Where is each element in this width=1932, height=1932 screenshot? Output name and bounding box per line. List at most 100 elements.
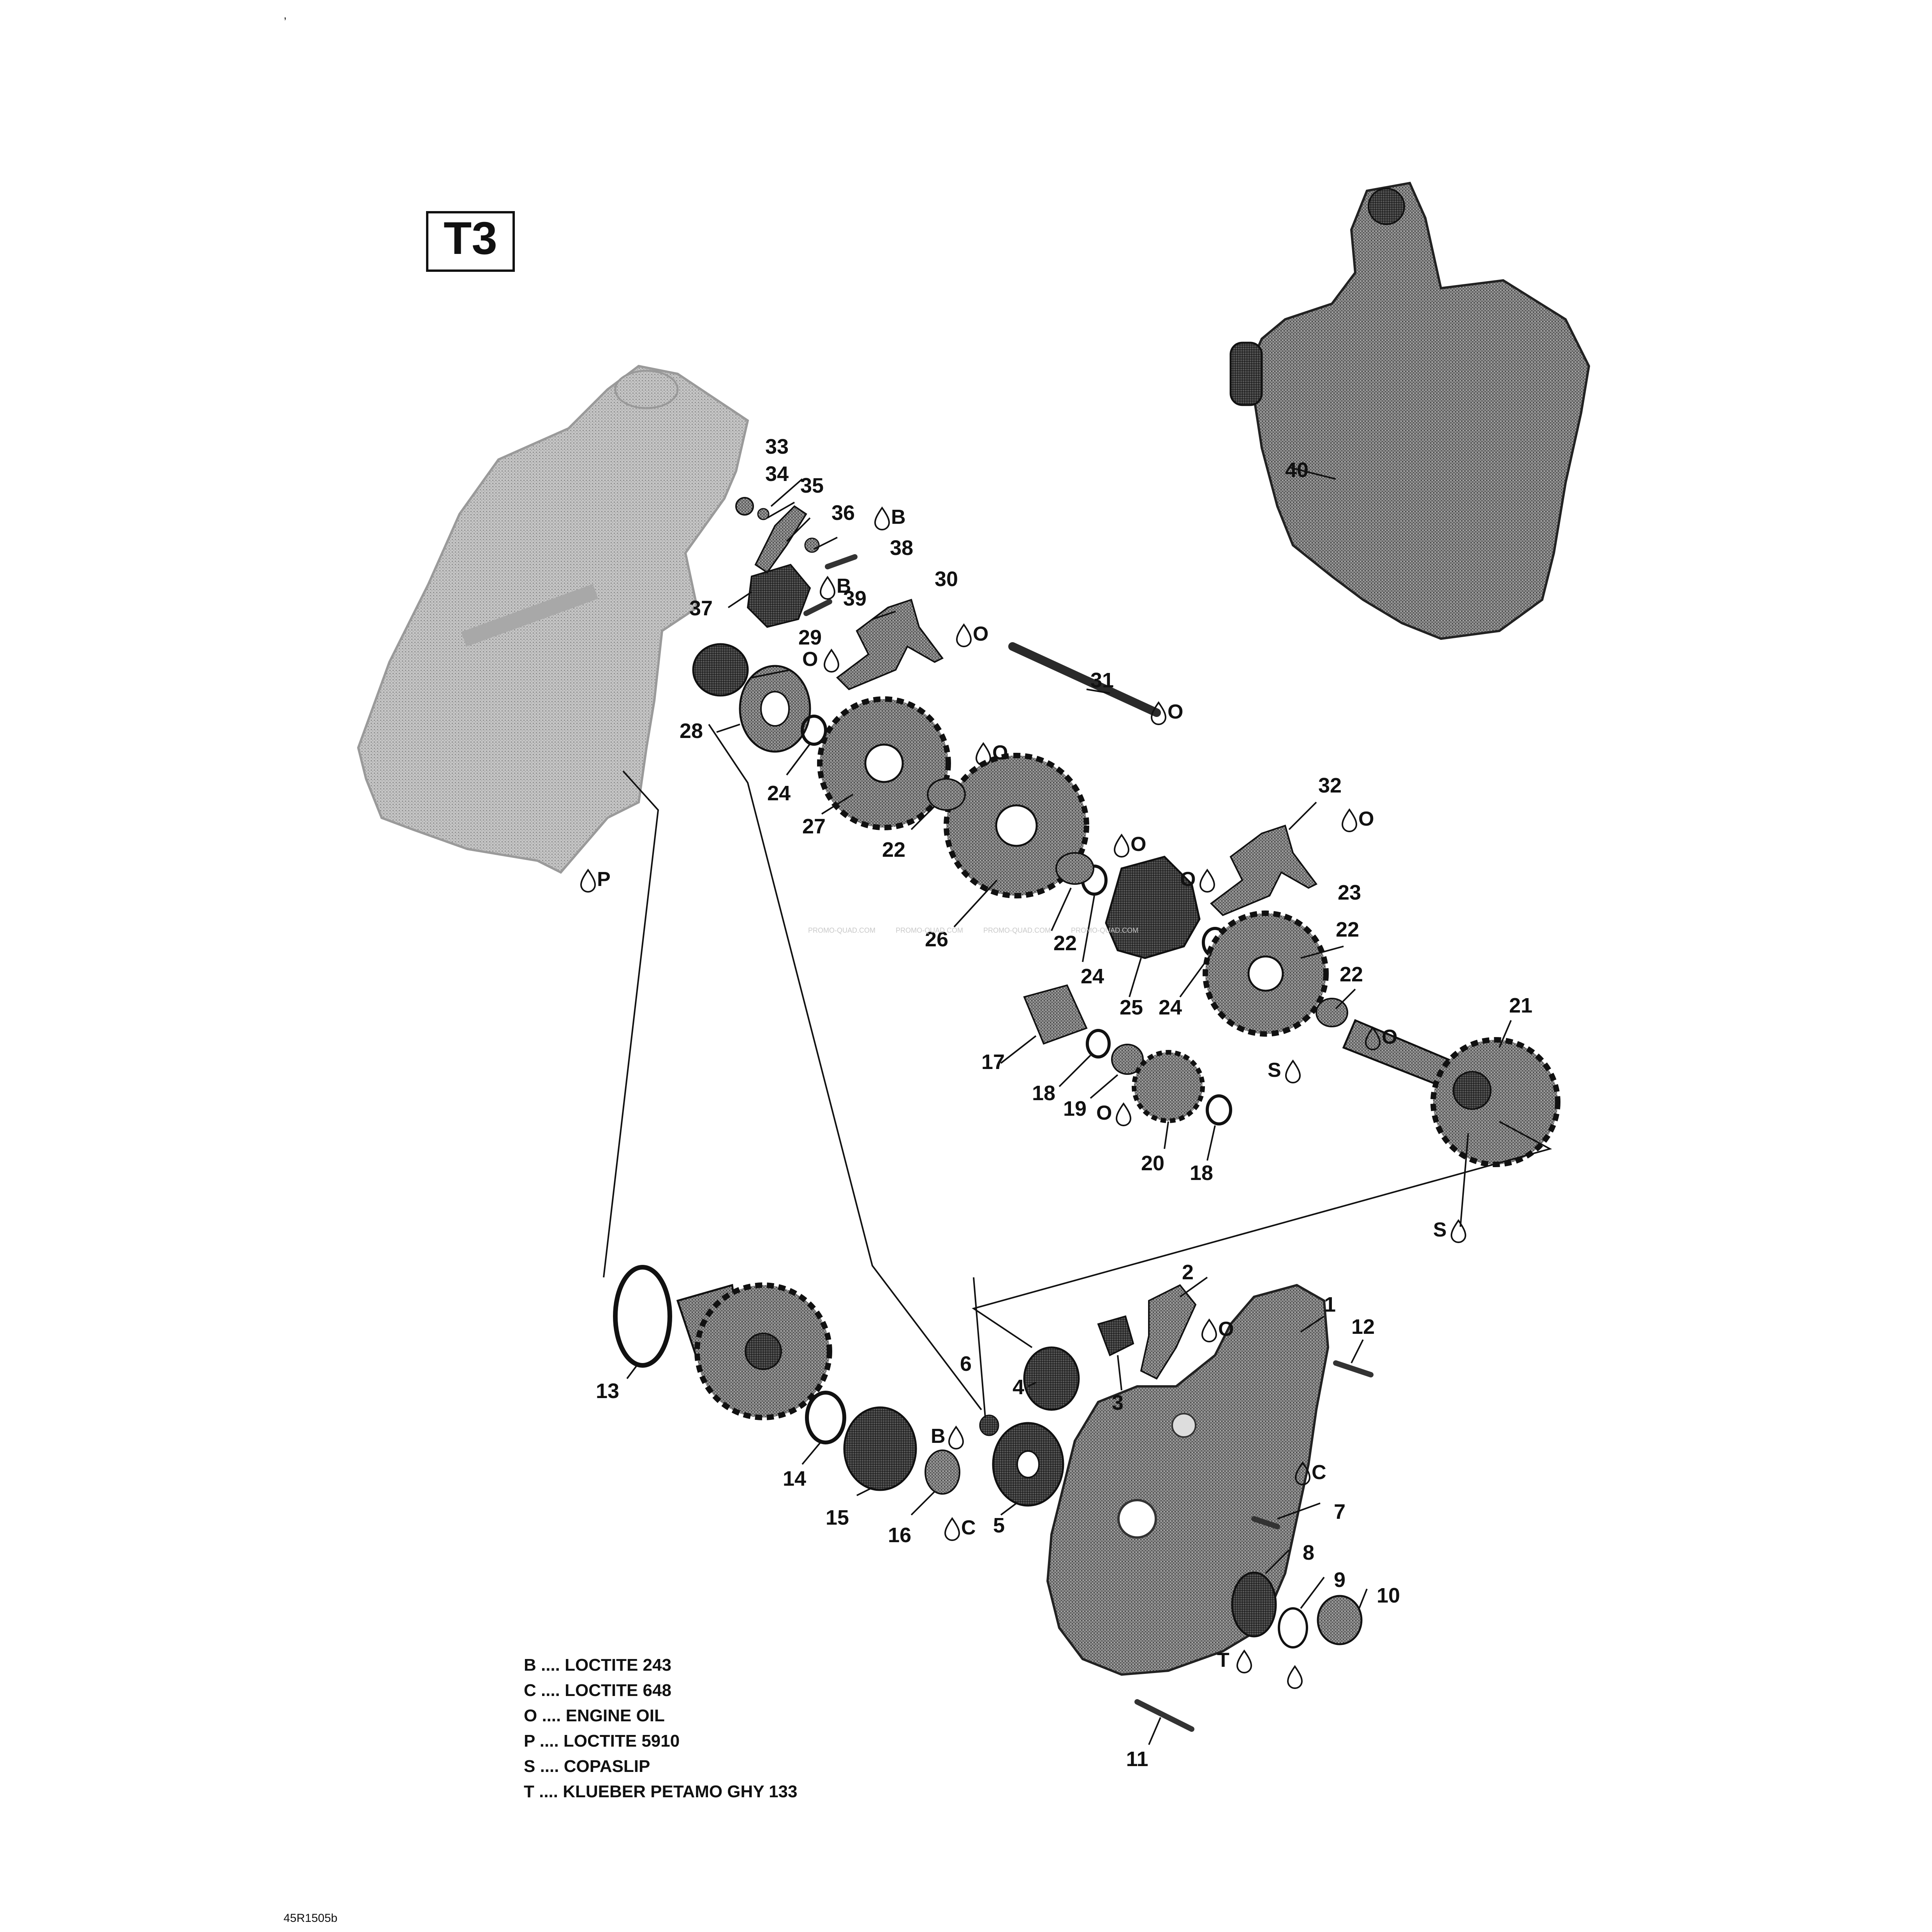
ring-18b [1206, 1094, 1232, 1125]
part-label: 19 [1063, 1097, 1087, 1120]
part-label: 18 [1032, 1081, 1055, 1105]
drop-icon [1341, 808, 1358, 832]
drop-icon [1287, 1665, 1303, 1689]
part-label: 24 [767, 782, 791, 805]
part-label: 38 [890, 536, 913, 560]
part-label: 4 [1013, 1375, 1024, 1399]
screw-7 [1251, 1516, 1280, 1529]
material-marker: O [1180, 868, 1196, 891]
gear-20 [1132, 1050, 1205, 1123]
assembly-lines [603, 724, 1552, 1411]
part-label: 36 [831, 501, 855, 525]
part-label: 40 [1285, 458, 1309, 482]
legend-entry: C .... LOCTITE 648 [524, 1681, 671, 1700]
badge-label: T3 [444, 213, 497, 264]
part-label: 16 [888, 1523, 911, 1547]
legend-entry: P .... LOCTITE 5910 [524, 1731, 680, 1751]
watermark: PROMO-QUAD.COM [1071, 926, 1138, 934]
part-label: 14 [783, 1467, 806, 1490]
o-ring-13 [613, 1265, 672, 1368]
part-label: 12 [1351, 1315, 1375, 1338]
part-label: 18 [1190, 1161, 1213, 1185]
part-label: 6 [960, 1352, 972, 1375]
sleeve-17 [1023, 984, 1088, 1045]
material-marker: P [597, 868, 611, 891]
part-number-labels: 1 2 3 4 5 6 7 8 9 10 11 12 13 14 15 16 1… [596, 435, 1532, 1771]
bearing-29 [692, 643, 749, 697]
part-label: 9 [1334, 1568, 1346, 1592]
part-label: 24 [1159, 996, 1182, 1019]
part-label: 25 [1120, 996, 1143, 1019]
part-label: 7 [1334, 1500, 1346, 1523]
material-marker: O [1218, 1318, 1234, 1340]
part-label: 22 [1053, 932, 1077, 955]
screw-39 [803, 599, 832, 616]
screw-12 [1333, 1360, 1374, 1377]
legend-entry: O .... ENGINE OIL [524, 1706, 665, 1725]
part-label: 20 [1141, 1152, 1164, 1175]
material-marker: O [1382, 1026, 1397, 1048]
part-label: 30 [935, 567, 958, 591]
material-marker: S [1268, 1059, 1281, 1081]
part-label: 27 [802, 815, 826, 838]
part-label: 13 [596, 1379, 619, 1403]
drop-icon [1450, 1219, 1467, 1243]
part-label: 5 [993, 1514, 1005, 1537]
needle-bearing-22b [1055, 852, 1094, 885]
part-label: 22 [1336, 918, 1359, 941]
drop-icon [1113, 833, 1130, 858]
drop-icon [944, 1517, 960, 1541]
part-label: 11 [1126, 1747, 1148, 1771]
part-label: 8 [1303, 1541, 1314, 1564]
bearing-15 [843, 1406, 917, 1491]
nut-36 [804, 537, 820, 553]
drop-icon [1115, 1102, 1132, 1126]
part-label: 22 [1340, 963, 1363, 986]
cap-10 [1317, 1595, 1363, 1645]
material-marker: C [961, 1516, 976, 1539]
washer-34 [757, 508, 770, 520]
drop-icon [1150, 701, 1167, 725]
shift-shaft-31 [1008, 642, 1161, 717]
transmission-assembly [1229, 181, 1590, 640]
screw-11 [1134, 1699, 1194, 1732]
legend-entry: T .... KLUEBER PETAMO GHY 133 [524, 1782, 798, 1801]
part-label: 32 [1318, 774, 1342, 797]
ring-14 [805, 1391, 846, 1444]
left-crankcase [357, 365, 749, 874]
drop-icon [874, 506, 890, 530]
lever-2 [1140, 1284, 1197, 1380]
legend-entry: S .... COPASLIP [524, 1757, 650, 1776]
part-label: 1 [1324, 1293, 1336, 1316]
part-label: 15 [826, 1506, 849, 1529]
lever [754, 505, 807, 574]
material-marker: O [973, 623, 988, 645]
part-label: 33 [765, 435, 789, 458]
drop-icon [819, 576, 836, 600]
material-marker: S [1433, 1219, 1447, 1241]
corner-mark: , [284, 9, 287, 21]
ring-33 [735, 497, 754, 516]
shift-drum-25 [1105, 856, 1201, 959]
t3-badge: T3 [426, 211, 515, 272]
material-marker: O [1168, 701, 1183, 723]
leader-lines [626, 467, 1512, 1745]
material-marker: T [1217, 1649, 1229, 1671]
part-label: 39 [843, 587, 866, 610]
bearing-19 [1111, 1044, 1144, 1075]
material-marker: B [837, 575, 851, 597]
drop-icon [580, 868, 596, 893]
material-markers: B B B C C O O O O O O O O O O P S S T [580, 506, 1467, 1689]
legend-entry: B .... LOCTITE 243 [524, 1655, 671, 1675]
material-marker: C [1312, 1461, 1326, 1484]
seal-8 [1231, 1571, 1277, 1638]
o-ring-9 [1278, 1607, 1308, 1648]
drop-icon [1365, 1026, 1381, 1050]
drop-icon [1294, 1461, 1311, 1485]
right-crankcase-cover [1046, 1284, 1330, 1676]
pump-cover [747, 564, 811, 628]
shift-fork-32 [1210, 824, 1318, 916]
part-label: 26 [925, 928, 948, 951]
material-marker: O [1096, 1102, 1112, 1124]
